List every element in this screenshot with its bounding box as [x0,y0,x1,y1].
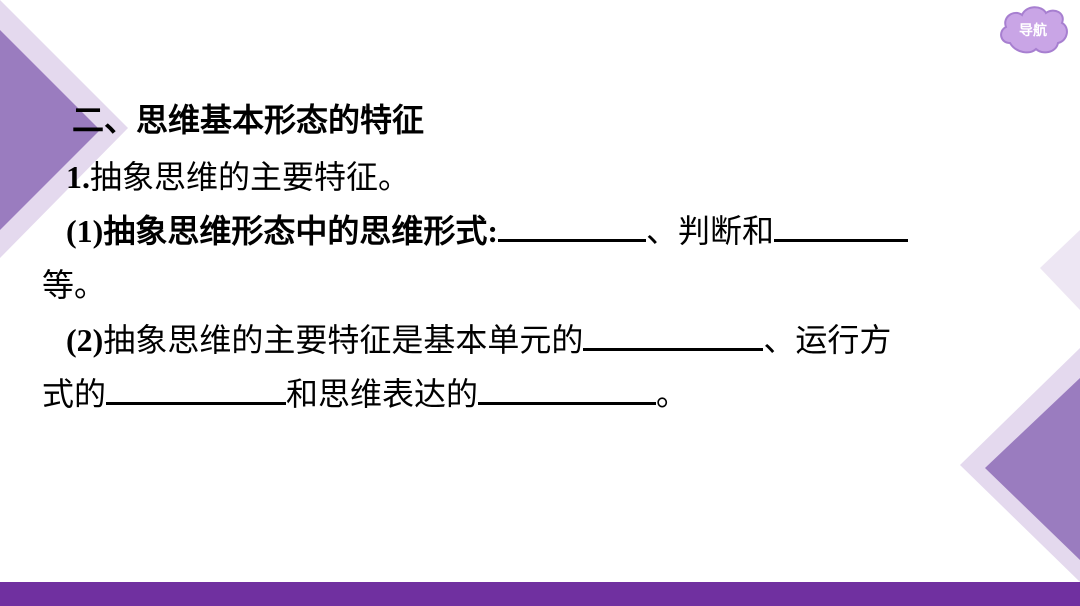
item-1: 1.抽象思维的主要特征。 [66,157,410,197]
item-3-text-middle-2: 和思维表达的 [286,375,479,413]
blank-4[interactable] [106,374,287,405]
item-3-line-2: 式的 和思维表达的 。 [42,374,688,414]
blank-5[interactable] [478,374,657,405]
item-2-number: (1) [66,213,104,249]
slide-content: 二、思维基本形态的特征 1.抽象思维的主要特征。 (1)抽象思维形态中的思维形式… [42,101,908,414]
item-3-line-2-start: 式的 [42,375,107,413]
item-1-text: 抽象思维的主要特征。 [90,158,411,196]
nav-label: 导航 [1019,23,1047,39]
item-3-line-1: (2)抽象思维的主要特征是基本单元的 、运行方 [66,320,891,360]
blank-1[interactable] [497,211,646,242]
item-1-number: 1. [66,159,90,195]
item-3-text-middle-1: 、运行方 [763,321,892,359]
item-3-text-end: 。 [656,375,689,413]
item-2-text-end: 等。 [42,266,107,304]
bottom-accent-bar [0,582,1080,606]
item-2-line-1: (1)抽象思维形态中的思维形式: 、判断和 [66,211,908,251]
item-3-number: (2) [66,322,104,358]
item-3-text-before: 抽象思维的主要特征是基本单元的 [103,321,584,359]
blank-3[interactable] [583,320,764,351]
item-2-text-middle: 、判断和 [645,212,774,250]
nav-button[interactable]: 导航 [996,3,1070,57]
section-heading: 二、思维基本形态的特征 [72,101,425,139]
item-2-text-before: 抽象思维形态中的思维形式: [103,213,498,249]
blank-2[interactable] [774,211,908,242]
item-2-line-2: 等。 [42,265,106,305]
cloud-icon [1000,6,1068,54]
